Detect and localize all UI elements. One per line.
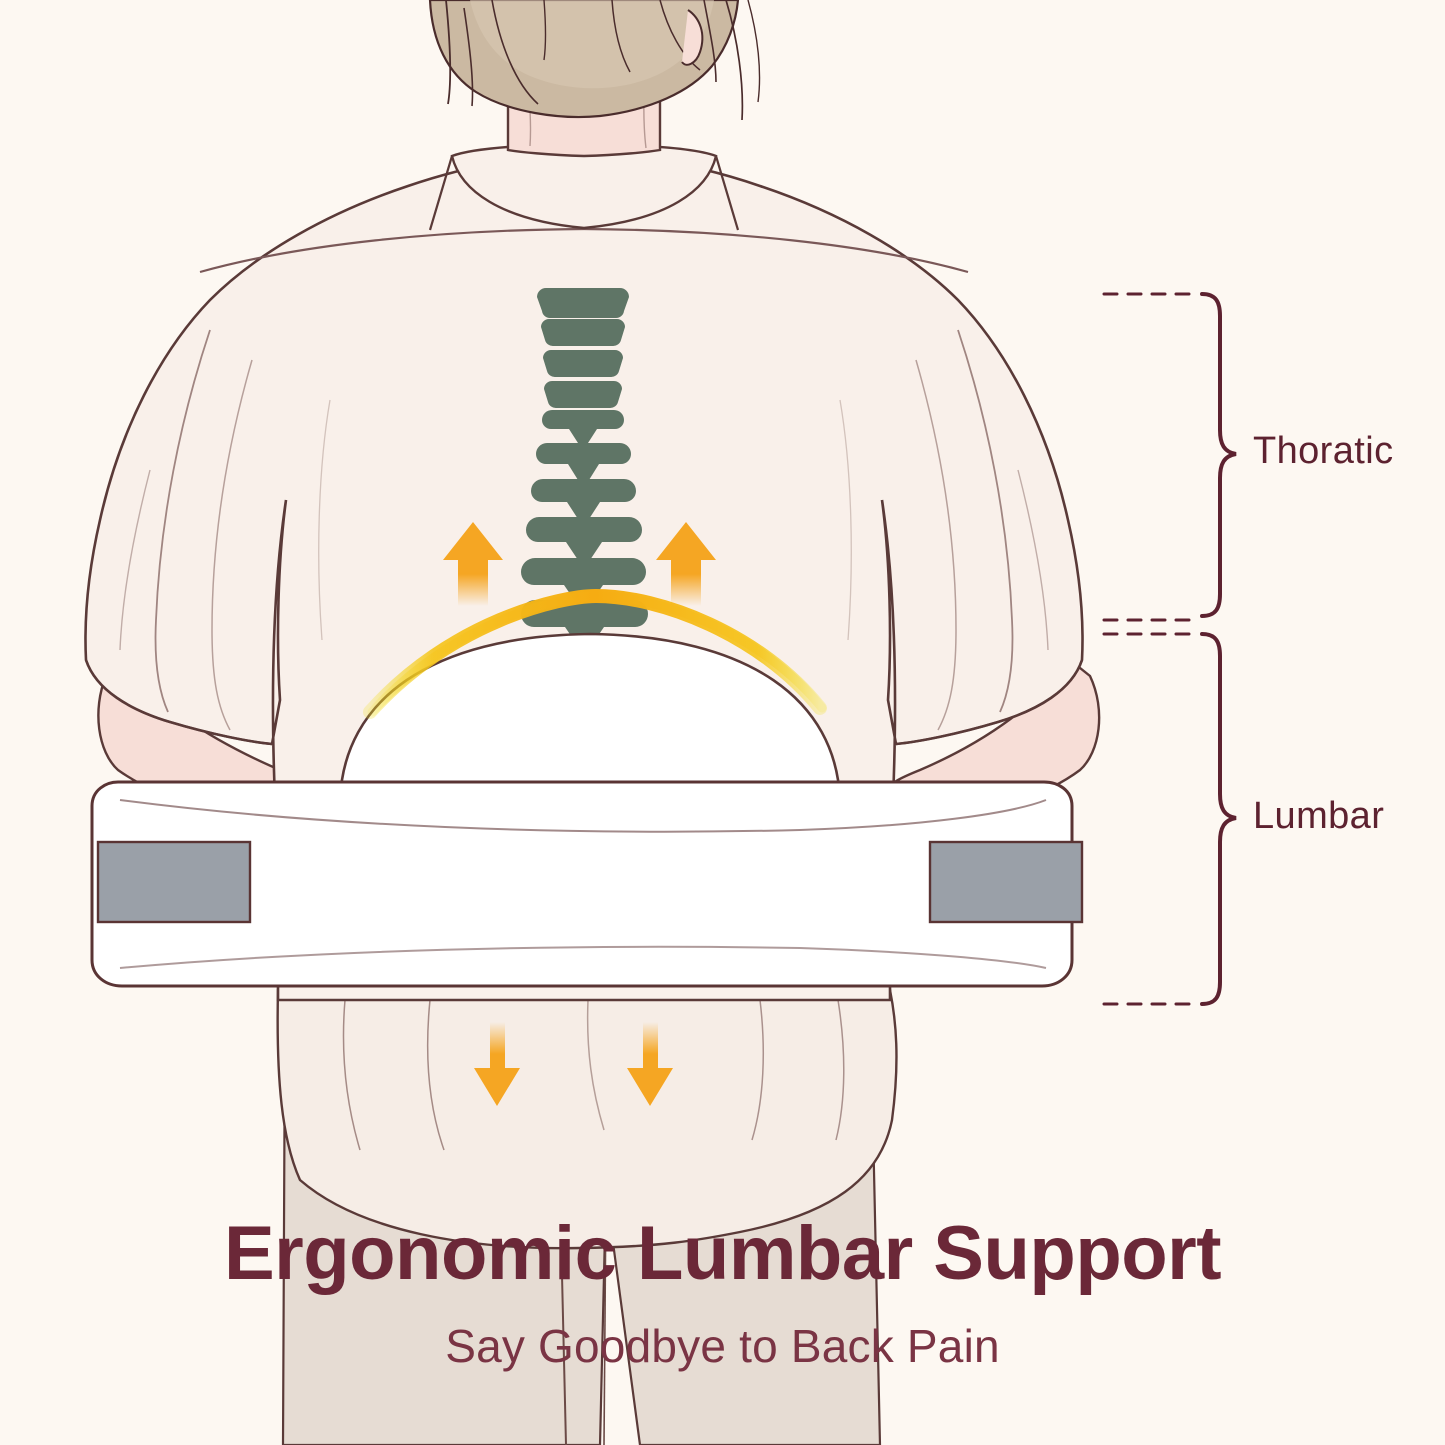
thoracic-label: Thoratic — [1253, 430, 1394, 472]
annotation-brackets — [1102, 292, 1237, 1006]
downward-force-arrows — [474, 1022, 673, 1106]
caption-block: Ergonomic Lumbar Support Say Goodbye to … — [0, 1215, 1445, 1373]
brace-thoracic — [1200, 292, 1237, 618]
lumbar-label: Lumbar — [1253, 795, 1385, 837]
page-subtitle: Say Goodbye to Back Pain — [445, 1319, 1000, 1372]
velcro-patch-left — [96, 840, 252, 924]
brace-lumbar — [1200, 632, 1237, 1006]
upward-force-arrows — [443, 522, 716, 606]
velcro-patch-right — [928, 840, 1084, 924]
hair — [428, 0, 761, 121]
page-title: Ergonomic Lumbar Support — [223, 1211, 1222, 1296]
lumbar-support-belt — [90, 780, 1084, 988]
support-arc — [363, 588, 827, 719]
shirt-hem — [276, 988, 898, 1250]
